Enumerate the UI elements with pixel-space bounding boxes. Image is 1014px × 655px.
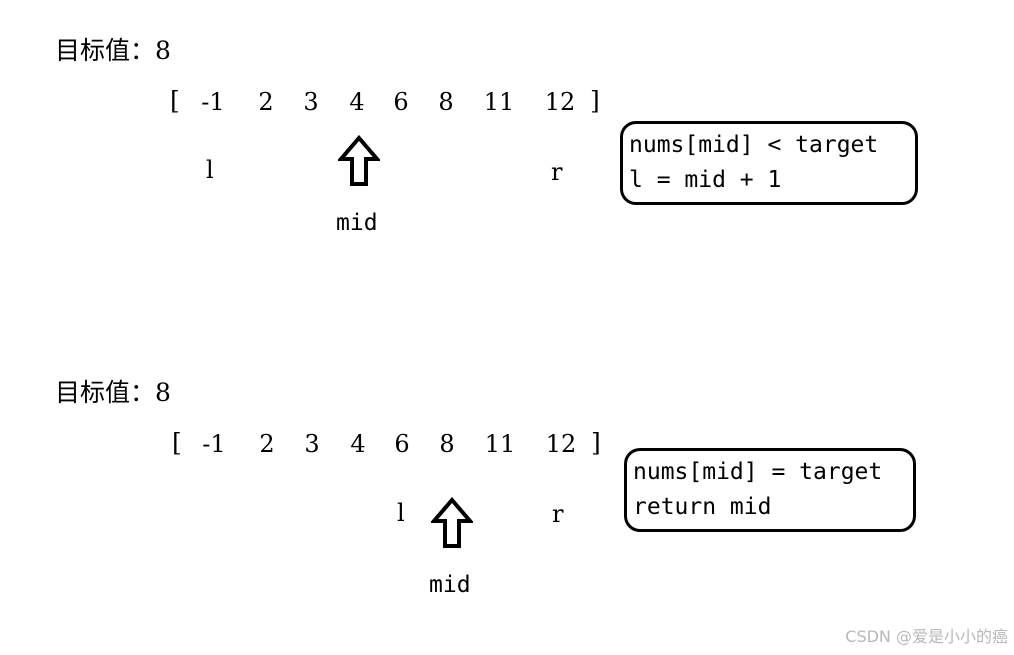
array-element: 11 — [484, 430, 516, 458]
open-bracket: [ — [172, 428, 182, 457]
array-element: 2 — [258, 88, 274, 116]
array-element: -1 — [202, 430, 226, 458]
array-element: -1 — [201, 88, 225, 116]
array-element: 3 — [304, 430, 320, 458]
array-element: 4 — [349, 88, 365, 116]
open-bracket: [ — [170, 86, 180, 115]
note-line: return mid — [633, 494, 772, 520]
array-element: 12 — [544, 88, 576, 116]
note-line: nums[mid] = target — [633, 459, 883, 485]
array-element: 6 — [394, 430, 410, 458]
target-title: 目标值：8 — [55, 378, 171, 407]
close-bracket: ] — [590, 86, 600, 115]
mid-pointer-label: mid — [336, 210, 378, 236]
left-pointer-label: l — [206, 156, 214, 184]
right-pointer-label: r — [551, 158, 563, 186]
right-pointer-label: r — [552, 500, 564, 528]
array-element: 12 — [545, 430, 577, 458]
array-element: 4 — [350, 430, 366, 458]
watermark: CSDN @爱是小小的癌 — [845, 627, 1008, 646]
up-arrow-icon — [338, 135, 380, 186]
array-element: 3 — [303, 88, 319, 116]
left-pointer-label: l — [397, 499, 405, 527]
note-line: l = mid + 1 — [629, 167, 782, 193]
array-element: 11 — [483, 88, 515, 116]
up-arrow-icon — [431, 497, 473, 548]
note-box: nums[mid] = target return mid — [624, 448, 916, 532]
array-element: 2 — [259, 430, 275, 458]
note-box: nums[mid] < target l = mid + 1 — [620, 121, 918, 205]
note-line: nums[mid] < target — [629, 132, 879, 158]
array-element: 6 — [393, 88, 409, 116]
array-element: 8 — [439, 430, 455, 458]
mid-pointer-label: mid — [429, 572, 471, 598]
close-bracket: ] — [591, 428, 601, 457]
array-element: 8 — [438, 88, 454, 116]
target-title: 目标值：8 — [55, 36, 171, 65]
